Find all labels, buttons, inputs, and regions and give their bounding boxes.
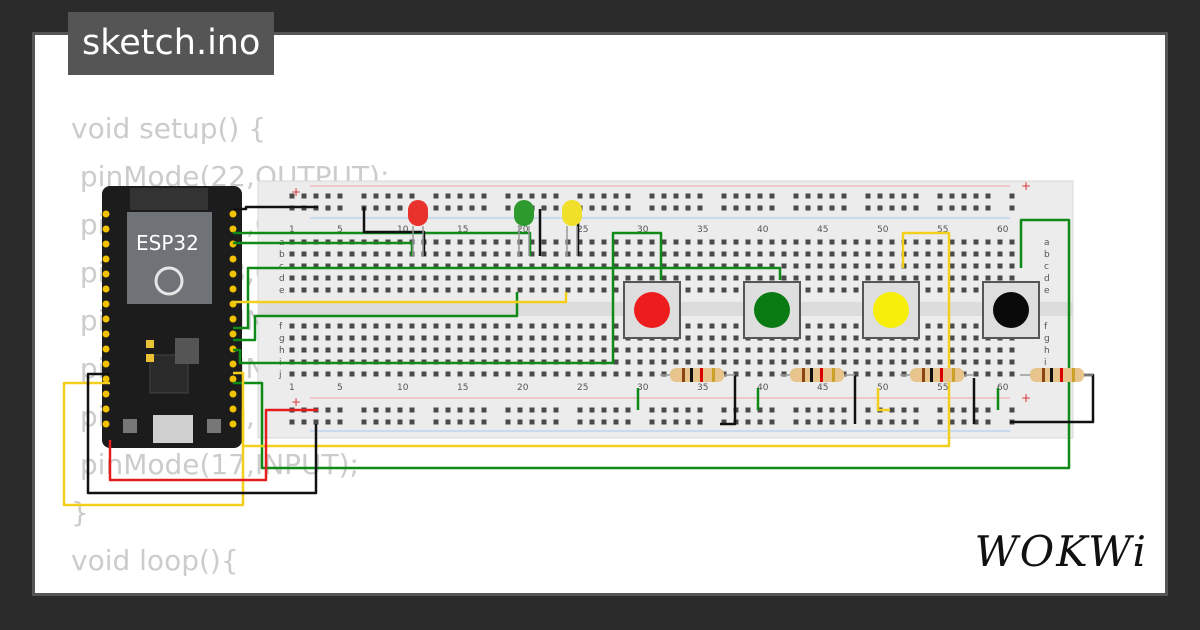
resistor[interactable] xyxy=(780,368,855,382)
breadboard: 1155101015152020252530303535404045455050… xyxy=(257,179,1074,439)
row-letter: a xyxy=(1044,238,1050,248)
wire-yellow xyxy=(233,292,568,304)
rail-plus-top-left: + xyxy=(291,185,301,199)
column-number: 50 xyxy=(877,225,889,235)
column-number: 20 xyxy=(517,383,529,393)
row-letter: h xyxy=(1044,346,1050,356)
breadboard-holes xyxy=(289,193,1015,425)
resistor[interactable] xyxy=(660,368,735,382)
wire-green xyxy=(233,241,414,256)
column-number: 55 xyxy=(937,383,948,393)
column-number: 55 xyxy=(937,225,948,235)
wire-yellow xyxy=(233,231,951,448)
wire-black xyxy=(233,205,318,211)
wire-green xyxy=(233,218,1071,470)
row-letter: d xyxy=(279,274,285,284)
row-letter: b xyxy=(1044,250,1050,260)
column-number: 1 xyxy=(289,383,295,393)
led-green[interactable] xyxy=(514,200,534,256)
row-letter: i xyxy=(1044,358,1047,368)
wire-yellow xyxy=(876,388,890,412)
sketch-tab[interactable]: sketch.ino xyxy=(68,12,275,75)
espressif-logo-icon xyxy=(154,266,184,296)
column-number: 10 xyxy=(397,225,409,235)
wire-green xyxy=(233,292,519,342)
column-number: 5 xyxy=(337,225,343,235)
column-number: 30 xyxy=(637,225,649,235)
wire-black xyxy=(720,375,737,426)
code-line: void loop(){ xyxy=(71,544,239,577)
pushbutton-black[interactable] xyxy=(982,281,1040,339)
wire-green xyxy=(233,231,532,256)
code-line: void setup() { xyxy=(71,112,267,145)
column-number: 1 xyxy=(289,225,295,235)
esp32-board[interactable]: ESP32 xyxy=(102,186,242,448)
column-number: 40 xyxy=(757,225,769,235)
rail-plus-bottom-right: + xyxy=(1021,391,1031,405)
board-label: ESP32 xyxy=(136,231,199,255)
pushbutton-red[interactable] xyxy=(623,281,681,339)
row-letter: e xyxy=(1044,286,1050,296)
wire-black xyxy=(86,372,318,495)
code-line: pinMode(17,INPUT); xyxy=(71,448,359,481)
column-number: 20 xyxy=(517,225,529,235)
column-number: 45 xyxy=(817,383,828,393)
row-letter: g xyxy=(1044,334,1050,344)
column-number: 60 xyxy=(997,225,1009,235)
column-number: 35 xyxy=(697,383,708,393)
code-line: int a = digitalRead(4); xyxy=(71,585,399,593)
column-number: 15 xyxy=(457,383,468,393)
column-number: 45 xyxy=(817,225,828,235)
wire-green xyxy=(233,266,782,330)
resistor[interactable] xyxy=(900,368,974,382)
led-yellow[interactable] xyxy=(562,200,582,256)
column-number: 50 xyxy=(877,383,889,393)
column-number: 10 xyxy=(397,383,409,393)
rail-plus-bottom-left: + xyxy=(291,395,301,409)
pushbutton-yellow[interactable] xyxy=(862,281,920,339)
column-number: 5 xyxy=(337,383,343,393)
column-number: 30 xyxy=(637,383,649,393)
wire-yellow xyxy=(62,381,245,507)
column-number: 60 xyxy=(997,383,1009,393)
resistor[interactable] xyxy=(1020,368,1093,382)
row-letter: d xyxy=(1044,274,1050,284)
led-red[interactable] xyxy=(408,200,428,256)
column-number: 25 xyxy=(577,225,588,235)
pushbutton-green[interactable] xyxy=(743,281,801,339)
row-letter: j xyxy=(278,370,282,380)
column-number: 15 xyxy=(457,225,468,235)
column-numbers: 1155101015152020252530303535404045455050… xyxy=(289,225,1009,393)
row-letter: c xyxy=(1044,262,1049,272)
column-number: 40 xyxy=(757,383,769,393)
row-letter: b xyxy=(279,250,285,260)
wire-red xyxy=(108,408,318,482)
row-letter: f xyxy=(1044,322,1048,332)
column-number: 35 xyxy=(697,225,708,235)
wokwi-logo: WOKWi xyxy=(974,527,1148,576)
rail-plus-top-right: + xyxy=(1021,179,1031,193)
row-letter: f xyxy=(279,322,283,332)
row-letter: e xyxy=(279,286,285,296)
sketch-tab-title: sketch.ino xyxy=(82,23,261,63)
wires xyxy=(62,205,1095,507)
row-letter: g xyxy=(279,334,285,344)
column-number: 25 xyxy=(577,383,588,393)
wire-black xyxy=(362,207,426,256)
row-letter: h xyxy=(279,346,285,356)
wire-green xyxy=(233,231,663,365)
board-pins xyxy=(102,210,237,428)
